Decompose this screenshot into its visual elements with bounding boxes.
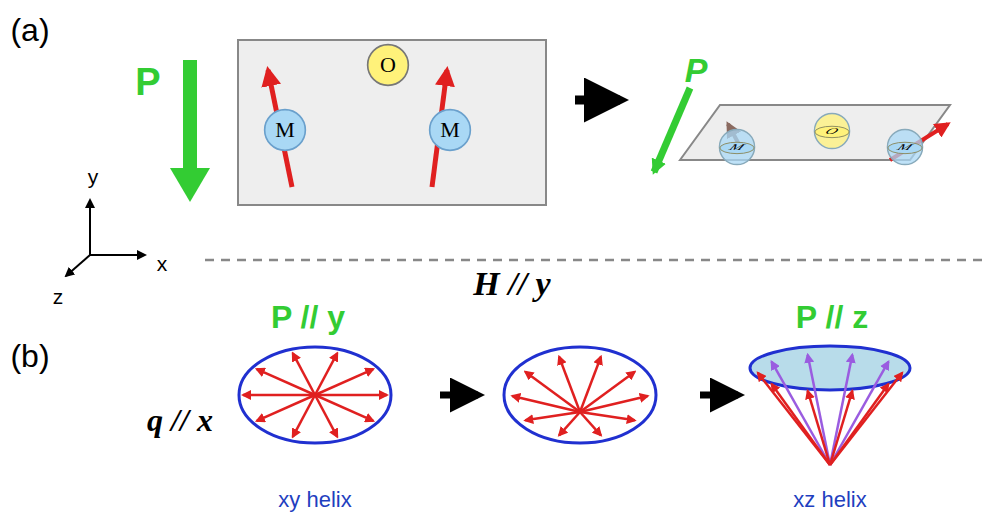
spin-arrow bbox=[315, 394, 387, 397]
atom-sphere: O bbox=[813, 112, 851, 150]
axis-label: x bbox=[157, 252, 168, 276]
atom-circle: M bbox=[263, 108, 307, 152]
spin-arrow bbox=[580, 357, 601, 412]
polarization-symbol: P bbox=[685, 51, 708, 90]
spin-arrow bbox=[512, 396, 580, 412]
spin-arrow bbox=[830, 391, 852, 465]
spin-arrow bbox=[243, 394, 315, 397]
spin-arrow bbox=[315, 353, 337, 395]
atom-circle: O bbox=[366, 43, 410, 87]
spin-arrow bbox=[257, 369, 315, 395]
axis-label: y bbox=[88, 165, 99, 189]
spin-arrow bbox=[772, 362, 830, 465]
panel-label: (a) bbox=[10, 12, 49, 49]
spin-arrow bbox=[257, 395, 315, 421]
spin-arrow bbox=[315, 369, 373, 395]
atom-circle: M bbox=[428, 108, 472, 152]
atom-letter: M bbox=[440, 117, 460, 143]
helix-label: xz helix bbox=[793, 487, 866, 513]
atom-sphere: M bbox=[886, 128, 924, 166]
spin-arrow bbox=[758, 373, 830, 465]
polarization-label: P // z bbox=[796, 299, 868, 336]
axis-label: z bbox=[53, 285, 64, 309]
spin-arrow bbox=[830, 373, 902, 465]
spin-arrow bbox=[293, 395, 315, 437]
polarization-symbol: P bbox=[135, 61, 160, 104]
spin-arrow bbox=[580, 412, 635, 420]
polarization-label: P // y bbox=[271, 299, 345, 336]
spin-arrow bbox=[830, 362, 888, 465]
spin-arrow bbox=[830, 384, 888, 465]
atom-letter: O bbox=[380, 52, 396, 78]
spin-arrow bbox=[808, 391, 830, 465]
field-label: H // y bbox=[473, 265, 550, 303]
helix-label: xy helix bbox=[278, 487, 351, 513]
spin-arrow bbox=[315, 395, 373, 421]
atom-sphere: M bbox=[718, 128, 756, 166]
panel-label: (b) bbox=[10, 338, 49, 375]
spin-arrow bbox=[559, 412, 580, 435]
wavevector-label: q // x bbox=[147, 402, 213, 439]
atom-letter: M bbox=[275, 117, 295, 143]
spin-arrow bbox=[525, 412, 580, 420]
spin-arrow bbox=[772, 384, 830, 465]
